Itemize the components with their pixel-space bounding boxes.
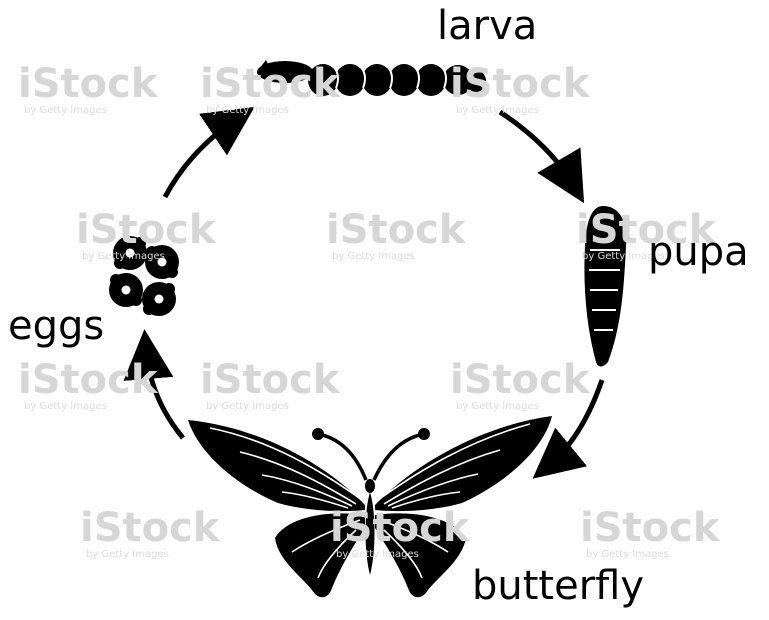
larva-label: larva <box>437 6 537 46</box>
pupa-label: pupa <box>648 232 749 272</box>
arrow-larva-to-pupa <box>500 112 574 186</box>
butterfly-label: butterfly <box>472 566 644 606</box>
arrow-eggs-to-larva <box>165 118 238 197</box>
eggs-label: eggs <box>8 306 104 346</box>
